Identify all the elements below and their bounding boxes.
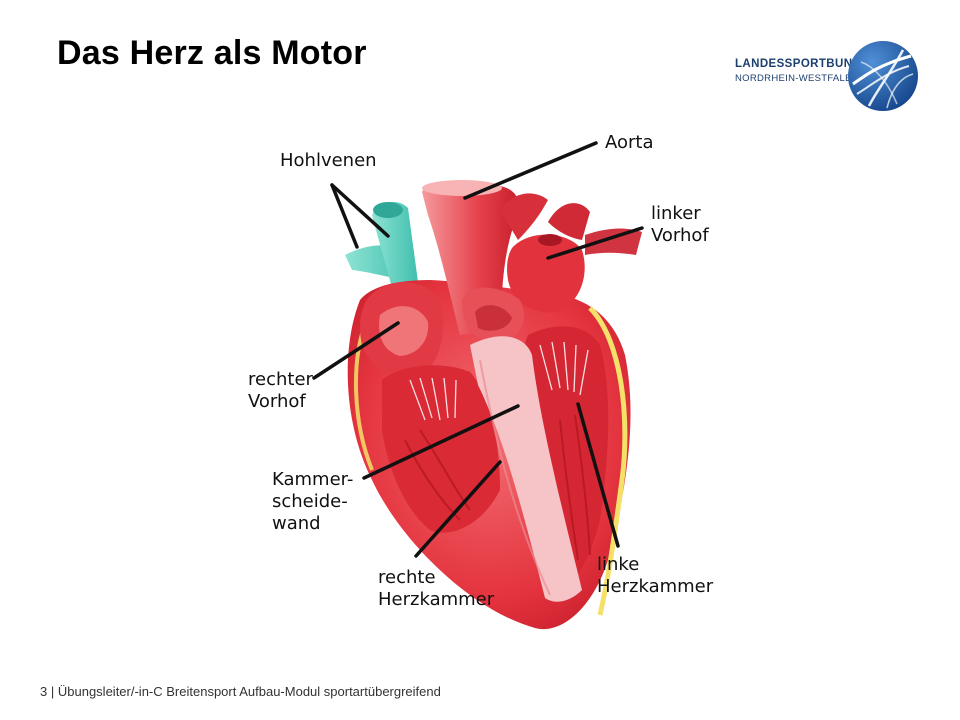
leader-linker-vorhof	[546, 226, 644, 260]
footer-separator: |	[50, 684, 55, 699]
slide-title: Das Herz als Motor	[57, 34, 367, 72]
label-hohlvenen: Hohlvenen	[280, 150, 377, 171]
logo-line2: NORDRHEIN-WESTFALEN	[735, 73, 859, 84]
lsb-globe-logo-icon	[848, 41, 918, 111]
lsb-logo: LANDESSPORTBUND NORDRHEIN-WESTFALEN	[735, 40, 925, 114]
footer-text: Übungsleiter/-in-C Breitensport Aufbau-M…	[57, 684, 441, 699]
label-linke-herzkammer: linke Herzkammer	[597, 554, 714, 597]
leader-hohlvenen-b	[330, 183, 390, 238]
logo-line1: LANDESSPORTBUND	[735, 58, 862, 70]
right-atrium	[360, 282, 444, 378]
label-aorta: Aorta	[605, 132, 654, 153]
leader-hohlvenen-a	[330, 183, 359, 249]
footer-page-number: 3	[40, 684, 48, 699]
label-kammerscheidewand: Kammer- scheide- wand	[272, 469, 354, 534]
leader-linke-herzkammer	[576, 402, 620, 548]
leader-rechter-vorhof	[312, 321, 400, 380]
leader-lines	[312, 141, 644, 558]
slide-footer: 3 | Übungsleiter/-in-C Breitensport Aufb…	[40, 684, 441, 699]
ventricle-interior	[382, 326, 609, 602]
leader-rechte-herzkammer	[414, 460, 502, 558]
logo-text: LANDESSPORTBUND NORDRHEIN-WESTFALEN	[735, 57, 861, 85]
label-rechte-herzkammer: rechte Herzkammer	[378, 567, 495, 610]
pulmonary-trunk	[462, 287, 524, 343]
leader-kammerscheidewand	[362, 404, 520, 480]
vena-cava	[345, 201, 418, 288]
label-linker-vorhof: linker Vorhof	[651, 203, 709, 246]
leader-aorta	[463, 141, 598, 200]
label-rechter-vorhof: rechter Vorhof	[248, 369, 313, 412]
